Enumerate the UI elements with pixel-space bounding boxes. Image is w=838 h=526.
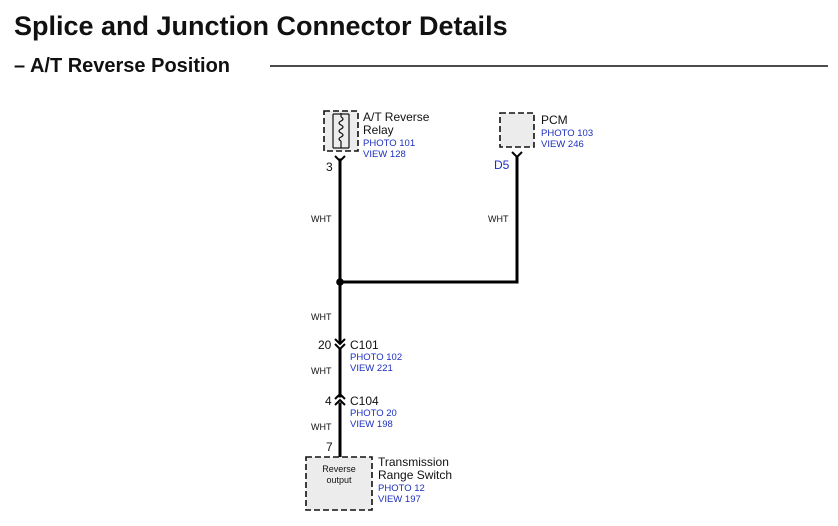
c101-pin-label: 20: [318, 338, 332, 352]
wire-color-splice-c101: WHT: [311, 312, 332, 322]
switch-view-link[interactable]: VIEW 197: [378, 494, 421, 505]
c104-photo-link[interactable]: PHOTO 20: [350, 408, 397, 419]
c101-view-link[interactable]: VIEW 221: [350, 363, 393, 374]
pcm-photo-link[interactable]: PHOTO 103: [541, 128, 593, 139]
c104-view-link[interactable]: VIEW 198: [350, 419, 393, 430]
splice-point: [336, 278, 344, 286]
relay-name-line1: A/T Reverse: [363, 110, 430, 124]
wire-color-pcm-splice: WHT: [488, 214, 509, 224]
pcm-box: [499, 112, 535, 148]
relay-component[interactable]: [323, 110, 359, 152]
relay-name-line2: Relay: [363, 123, 394, 137]
pcm-pin-connector-icon: [511, 151, 523, 159]
switch-component[interactable]: Reverse output: [305, 456, 373, 511]
pcm-view-link[interactable]: VIEW 246: [541, 139, 584, 150]
page-title: Splice and Junction Connector Details: [14, 11, 508, 41]
switch-inner-label-line1: Reverse: [322, 464, 356, 474]
relay-pin-connector-icon: [334, 155, 346, 163]
section-subtitle: – A/T Reverse Position: [14, 55, 230, 77]
relay-photo-link[interactable]: PHOTO 101: [363, 138, 415, 149]
switch-name-line1: Transmission: [378, 455, 449, 469]
switch-photo-link[interactable]: PHOTO 12: [378, 483, 425, 494]
relay-coil-icon: [338, 116, 344, 142]
switch-name-line2: Range Switch: [378, 468, 452, 482]
c104-pin-label: 4: [325, 394, 332, 408]
switch-inner-label-line2: output: [326, 475, 352, 485]
c101-connector-icon[interactable]: [334, 338, 346, 351]
wire-color-relay-splice: WHT: [311, 214, 332, 224]
c104-name: C104: [350, 394, 379, 408]
wire-color-c104-switch: WHT: [311, 422, 332, 432]
switch-pin-label: 7: [326, 440, 333, 454]
pcm-component[interactable]: [499, 112, 535, 148]
wire-color-c101-c104: WHT: [311, 366, 332, 376]
relay-view-link[interactable]: VIEW 128: [363, 149, 406, 160]
c101-name: C101: [350, 338, 379, 352]
switch-box: [305, 456, 373, 511]
c101-photo-link[interactable]: PHOTO 102: [350, 352, 402, 363]
relay-pin-label: 3: [326, 160, 333, 174]
c104-connector-icon[interactable]: [334, 392, 346, 406]
pcm-name: PCM: [541, 113, 568, 127]
pcm-pin-label: D5: [494, 158, 510, 172]
